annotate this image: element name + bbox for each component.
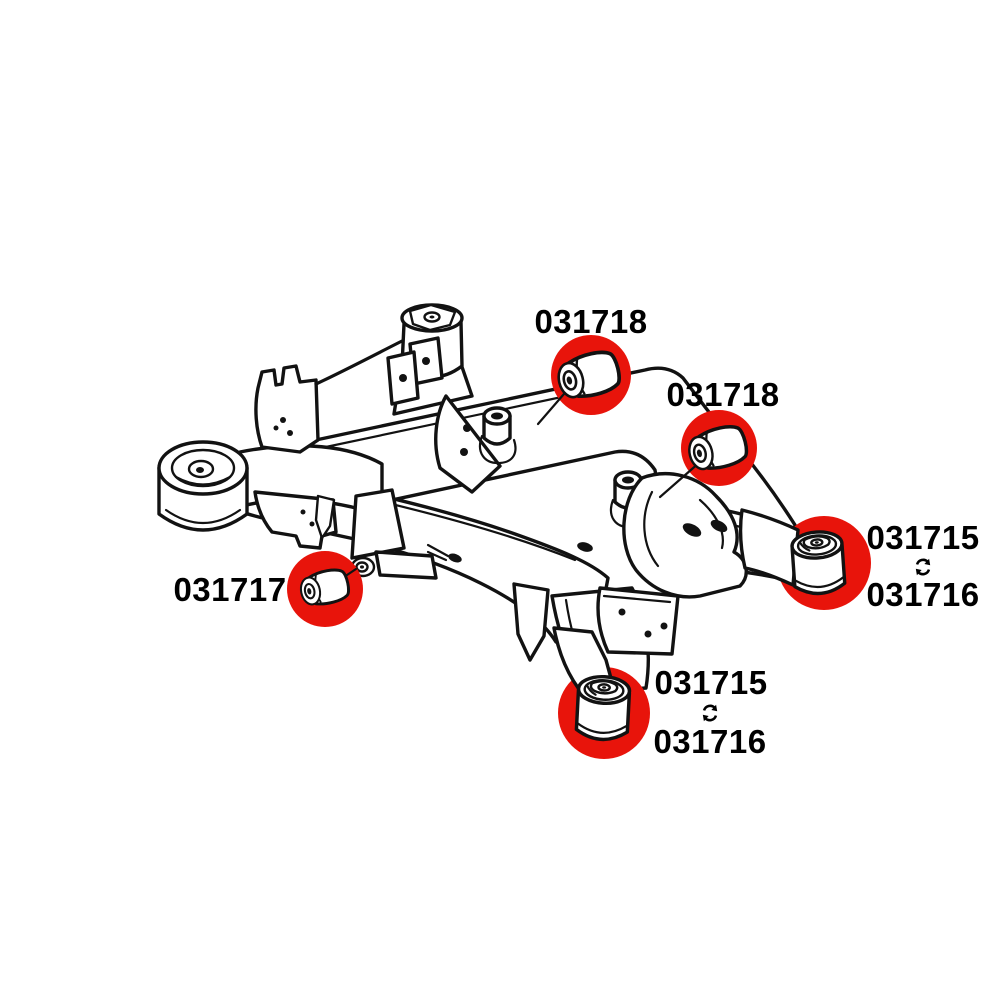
mid-plate-bracket — [596, 586, 680, 656]
mid-dangle-bracket — [512, 582, 550, 662]
part-label-031717: 031717 — [173, 571, 287, 608]
lower-left-bracket — [253, 490, 338, 550]
front-fin-bracket — [254, 338, 406, 454]
part-label-031716-right: 031716 — [866, 576, 980, 613]
swap-arrows-icon — [915, 558, 931, 576]
right-knuckle-bracket — [622, 472, 748, 599]
bushing-icon-5 — [574, 673, 632, 743]
part-label-031718-mid: 031718 — [666, 376, 780, 413]
trailing-arm-bracket — [350, 488, 438, 580]
bushing-icon-3 — [789, 528, 848, 597]
left-bushing-mount — [157, 440, 249, 532]
top-mount — [386, 303, 502, 494]
leader-line-2 — [658, 460, 702, 499]
part-label-031718-top: 031718 — [534, 303, 648, 340]
rail-top-bushing — [478, 406, 517, 465]
frame-slots — [426, 542, 593, 563]
part-label-031715-bottom: 031715 — [654, 664, 768, 701]
swap-arrows-icon — [702, 704, 718, 722]
part-label-031715-right: 031715 — [866, 519, 980, 556]
part-label-031716-bottom: 031716 — [653, 723, 767, 760]
